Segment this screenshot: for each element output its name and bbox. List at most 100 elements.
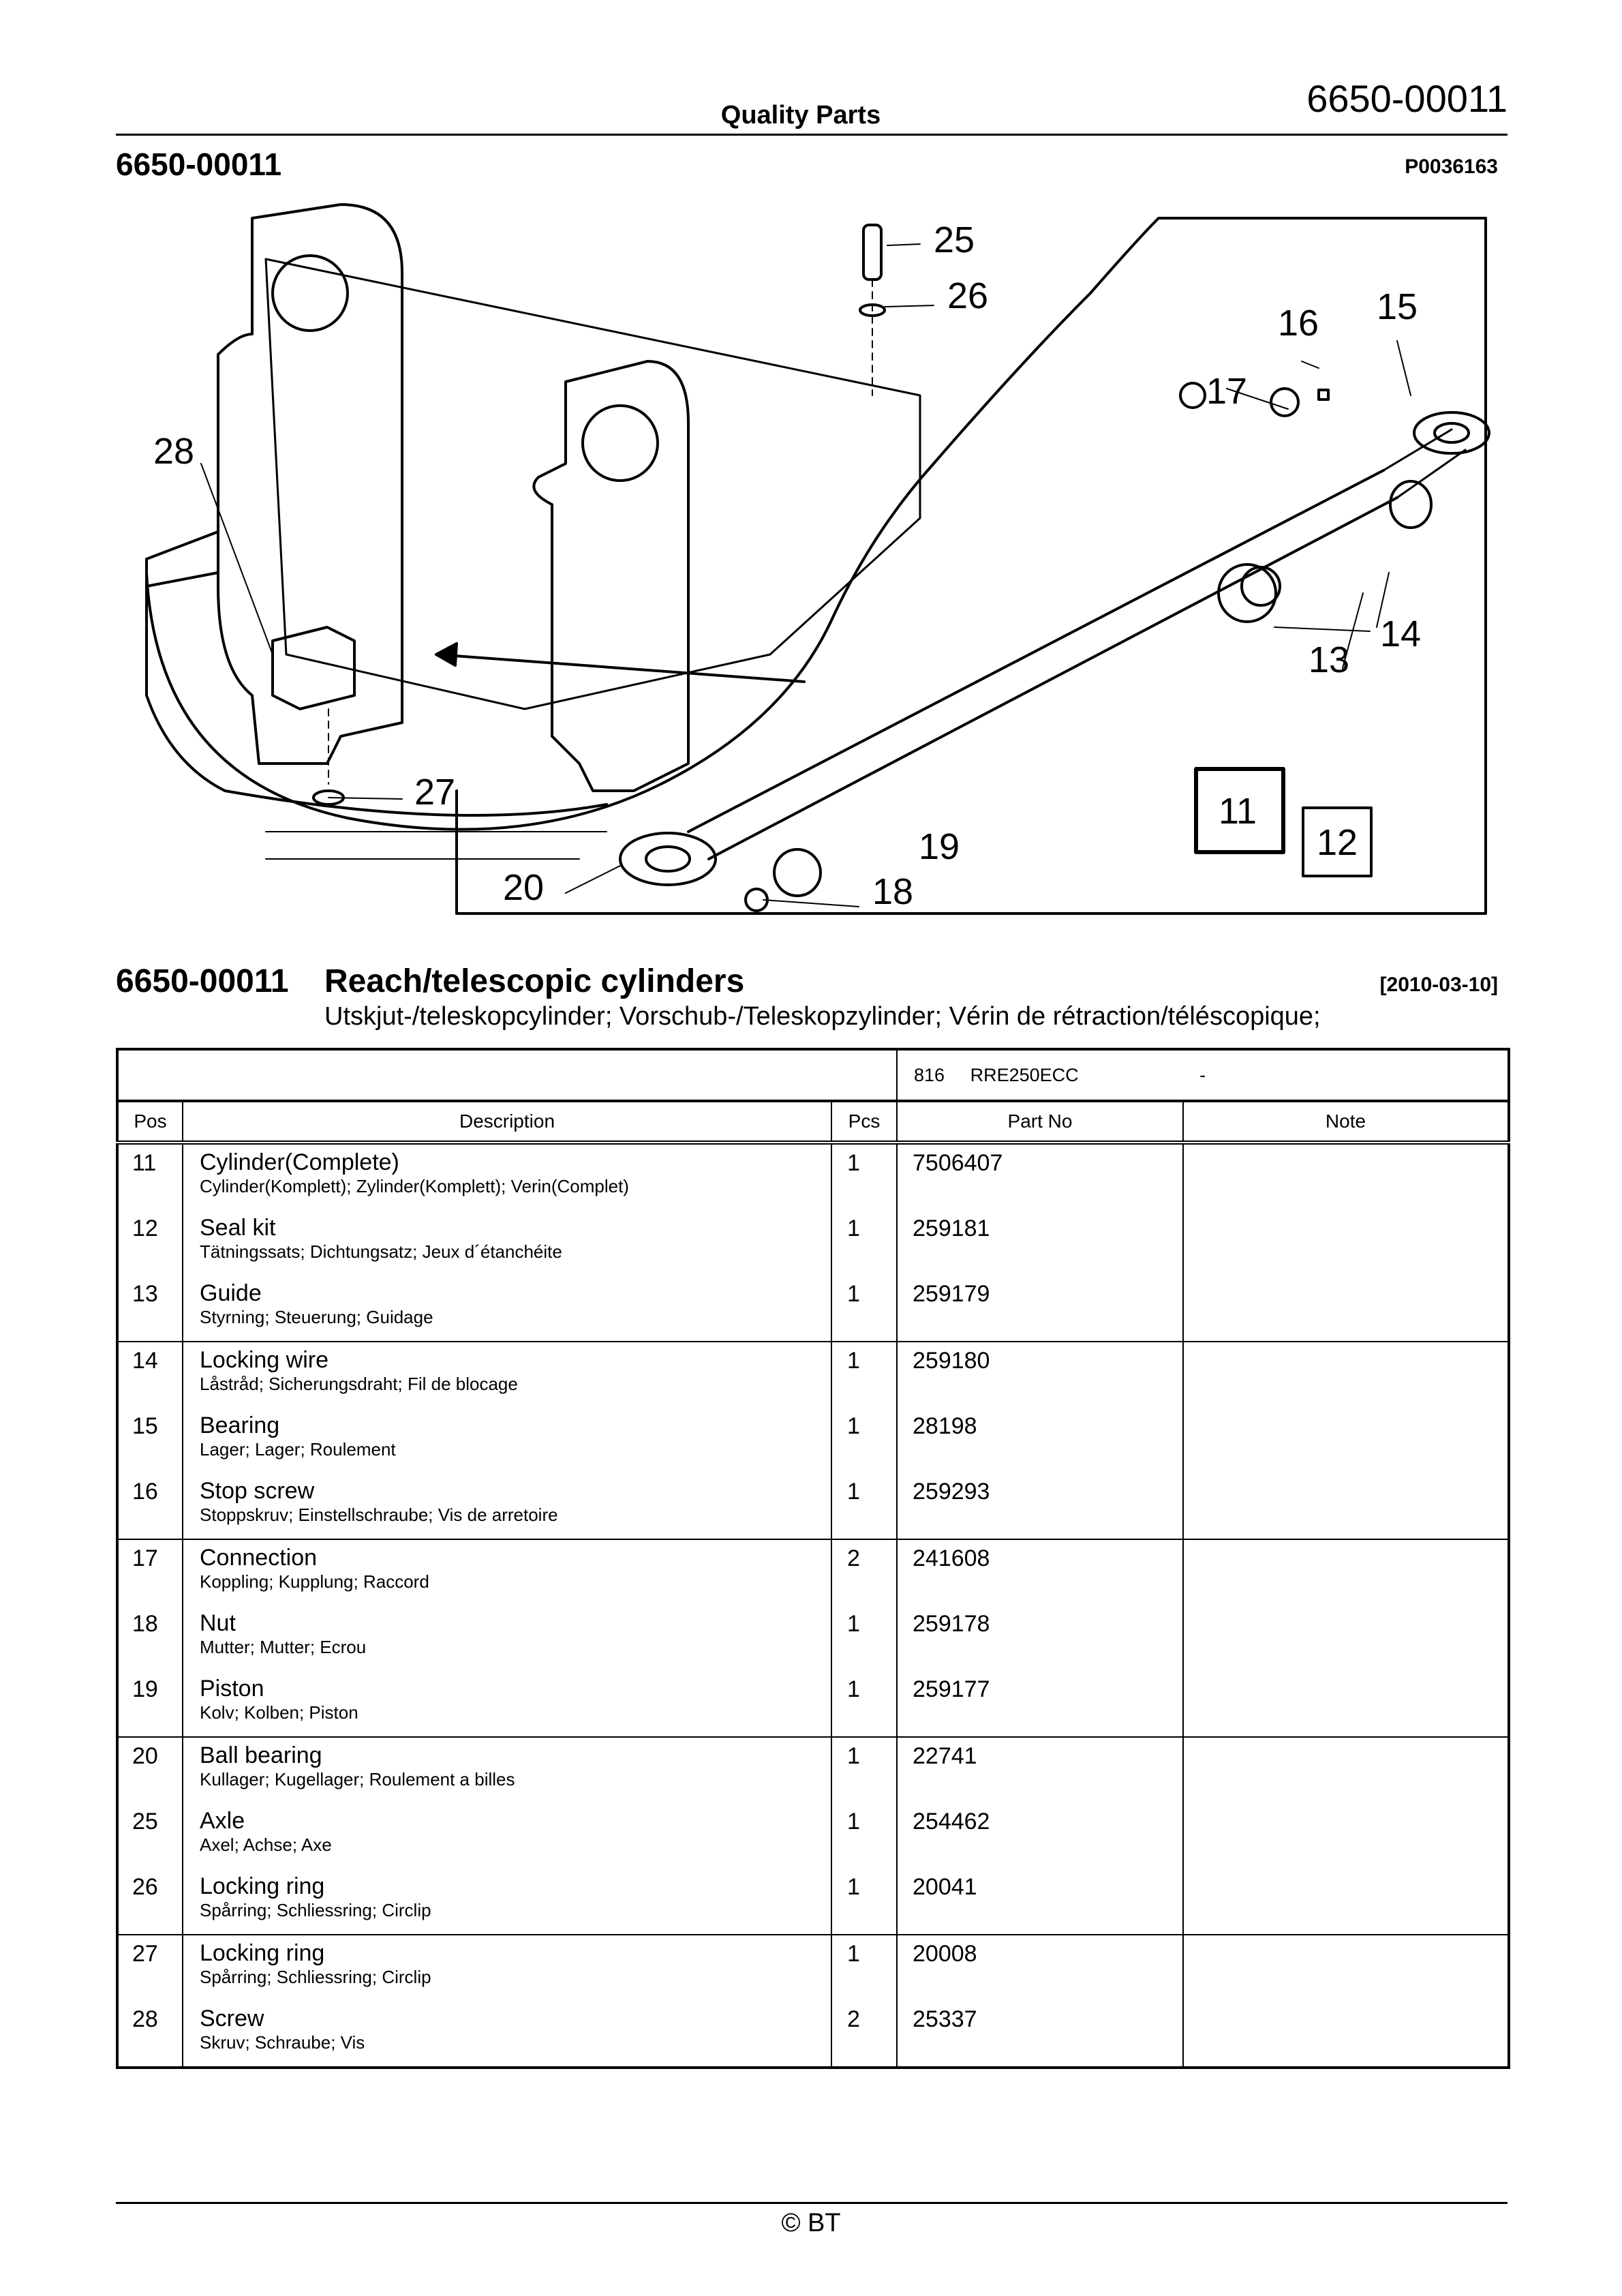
section-title: Reach/telescopic cylinders: [324, 963, 745, 999]
connection-17b: [1270, 387, 1300, 417]
row-desc-translations: Skruv; Schraube; Vis: [200, 2032, 365, 2053]
row-pcs: 1: [831, 1737, 897, 1803]
row-desc-main: Locking ring: [200, 1873, 325, 1899]
callout-15: 15: [1377, 286, 1418, 327]
col-header-note: Note: [1182, 1101, 1509, 1145]
row-desc-main: Ball bearing: [200, 1742, 322, 1768]
row-note: [1182, 1935, 1509, 2001]
row-note: [1182, 1539, 1509, 1605]
stop-screw: [1317, 389, 1330, 401]
row-desc-translations: Lager; Lager; Roulement: [200, 1439, 396, 1460]
row-desc-translations: Styrning; Steuerung; Guidage: [200, 1307, 433, 1327]
model-blank-cell: [117, 1049, 897, 1102]
callout-13: 13: [1309, 639, 1349, 680]
row-desc-translations: Cylinder(Komplett); Zylinder(Komplett); …: [200, 1176, 629, 1196]
row-note: [1182, 1342, 1509, 1408]
row-desc-translations: Spårring; Schliessring; Circlip: [200, 1967, 431, 1987]
row-pos: 18: [132, 1611, 158, 1637]
row-note: [1182, 1671, 1509, 1738]
row-desc-main: Bearing: [200, 1413, 280, 1438]
header-divider: [116, 134, 1508, 136]
cylinder-eye-rear: [619, 832, 717, 886]
row-desc-main: Locking ring: [200, 1940, 325, 1966]
row-pcs: 2: [831, 1539, 897, 1605]
row-pos: 15: [132, 1413, 158, 1439]
callout-27: 27: [414, 772, 455, 813]
row-desc-main: Cylinder(Complete): [200, 1149, 399, 1175]
footer-divider: [116, 2202, 1508, 2204]
row-part-no: 241608: [896, 1539, 1183, 1605]
piston-rod: [1382, 428, 1467, 499]
row-pos: 25: [132, 1809, 158, 1834]
mounting-block: [271, 626, 356, 710]
callout-17: 17: [1206, 371, 1247, 412]
section-subtitle: Utskjut-/teleskopcylinder; Vorschub-/Tel…: [324, 1002, 1321, 1031]
row-part-no: 25337: [896, 2001, 1183, 2068]
callout-box-11: [1194, 767, 1285, 854]
row-desc-translations: Kolv; Kolben; Piston: [200, 1702, 358, 1723]
col-header-pcs: Pcs: [831, 1101, 897, 1145]
row-pos: 27: [132, 1941, 158, 1967]
cylinder-eye-front: [1413, 411, 1490, 455]
chassis-frame: [264, 258, 921, 710]
row-desc-main: Connection: [200, 1545, 318, 1571]
row-note: [1182, 1210, 1509, 1275]
row-desc-translations: Stoppskruv; Einstellschraube; Vis de arr…: [200, 1505, 558, 1525]
row-pcs: 1: [831, 1275, 897, 1342]
callout-box-12: [1302, 806, 1373, 877]
piston: [1217, 563, 1277, 623]
row-desc-translations: Låstråd; Sicherungsdraht; Fil de blocage: [200, 1374, 518, 1394]
callout-20: 20: [503, 867, 544, 908]
document-number: 6650-00011: [1306, 77, 1508, 120]
callout-16: 16: [1278, 303, 1319, 344]
col-header-pos: Pos: [117, 1101, 183, 1145]
row-part-no: 20041: [896, 1869, 1183, 1935]
row-part-no: 259179: [896, 1275, 1183, 1342]
callout-14: 14: [1380, 614, 1421, 654]
row-part-no: 20008: [896, 1935, 1183, 2001]
row-desc-translations: Kullager; Kugellager; Roulement a billes: [200, 1769, 515, 1789]
row-pcs: 1: [831, 1671, 897, 1738]
row-part-no: 259177: [896, 1671, 1183, 1738]
pointer-arrow: [435, 653, 806, 683]
footer-copyright: © BT: [781, 2209, 841, 2237]
model-name: RRE250ECC: [970, 1064, 1079, 1085]
piston-rear: [773, 848, 822, 897]
row-pos: 14: [132, 1348, 158, 1374]
row-part-no: 254462: [896, 1803, 1183, 1869]
row-pcs: 1: [831, 1473, 897, 1540]
row-desc-main: Axle: [200, 1808, 245, 1834]
model-value: -: [1199, 1064, 1206, 1085]
row-pos: 20: [132, 1743, 158, 1769]
row-pcs: 1: [831, 1210, 897, 1275]
row-desc-main: Locking wire: [200, 1347, 328, 1373]
section-date: [2010-03-10]: [1379, 973, 1498, 996]
row-pcs: 1: [831, 1803, 897, 1869]
row-desc-translations: Spårring; Schliessring; Circlip: [200, 1900, 431, 1920]
callout-25: 25: [934, 220, 975, 260]
cylinder-body: [687, 469, 1398, 860]
row-pcs: 1: [831, 1935, 897, 2001]
detail-boundary: [145, 217, 1487, 915]
row-pos: 26: [117, 1869, 183, 1935]
model-code: 816: [914, 1064, 945, 1085]
row-note: [1182, 1275, 1509, 1342]
row-part-no: 7506407: [896, 1143, 1183, 1210]
row-desc-main: Nut: [200, 1610, 236, 1636]
callout-12: 12: [1317, 822, 1358, 863]
row-pcs: 1: [831, 1342, 897, 1408]
connection-17a: [1179, 382, 1206, 409]
